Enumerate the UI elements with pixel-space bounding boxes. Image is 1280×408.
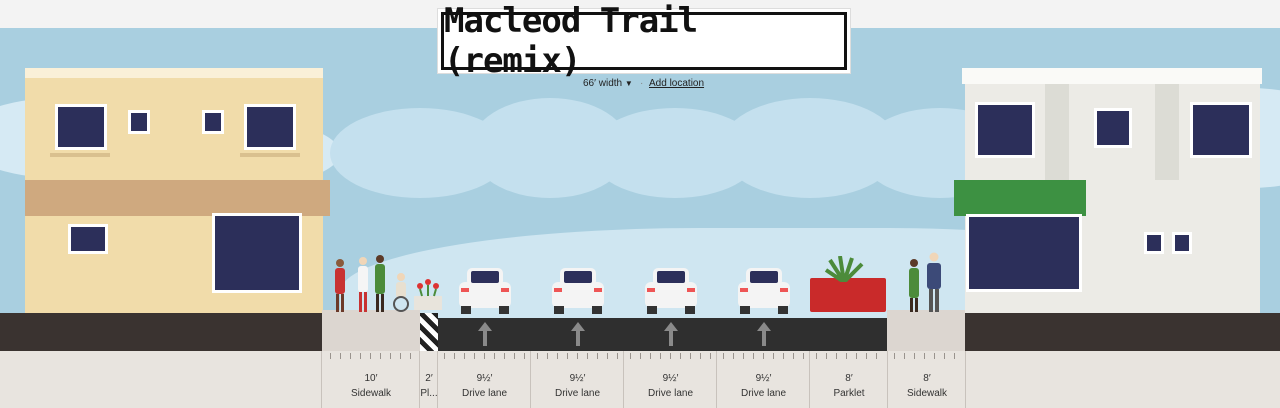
segment-width-label[interactable]: 9½′ [755,373,772,384]
window [1094,108,1132,148]
window [244,104,296,150]
sidewalk-left-surface[interactable] [322,310,420,351]
roadway[interactable] [438,318,887,351]
car-icon[interactable] [550,266,606,314]
segment-name-label[interactable]: Drive lane [740,388,787,399]
street-width-control[interactable]: 66′ width ▼ [583,78,633,89]
meta-separator: · [640,78,644,89]
segment-ticks [537,353,619,359]
segment-info-bar [0,351,1280,408]
segment-name-label[interactable]: Parklet [833,388,865,399]
segment-name-label[interactable]: Sidewalk [906,388,948,399]
window [202,110,224,134]
plant-icon [824,256,864,282]
segment-parklet[interactable] [810,351,888,408]
pedestrian-icon [358,257,368,312]
street-title[interactable]: Macleod Trail (remix) [444,1,698,81]
segment-ticks [444,353,526,359]
window [1144,232,1164,254]
pedestrian-icon [909,259,919,312]
pedestrian-icon [335,259,345,312]
segment-name-label[interactable]: Drive lane [647,388,694,399]
window [1190,102,1252,158]
building-pillar [1045,84,1069,180]
pedestrian-icon [375,255,385,312]
segment-name-label[interactable]: Pl... [420,388,438,399]
pedestrian-icon [927,252,941,312]
left-lot-ground [0,313,322,351]
car-icon[interactable] [457,266,513,314]
street-width-label[interactable]: 66′ width [583,78,623,89]
segment-drive-lane[interactable] [717,351,810,408]
segment-sidewalk-left[interactable] [322,351,420,408]
planter-buffer-stripes[interactable] [420,313,438,351]
segment-width-label[interactable]: 9½′ [476,373,493,384]
arrow-up-icon [571,322,585,346]
segment-drive-lane[interactable] [438,351,531,408]
window-planter [50,153,110,157]
segment-ticks [894,353,960,359]
building-pillar [1155,84,1179,180]
segment-width-label[interactable]: 9½′ [662,373,679,384]
window [975,102,1035,158]
segment-ticks [330,353,412,359]
segment-ticks [723,353,805,359]
segment-width-label[interactable]: 9½′ [569,373,586,384]
segment-planter[interactable] [420,351,438,408]
storefront-window [966,214,1082,292]
storefront-window [212,213,302,293]
segment-drive-lane[interactable] [531,351,624,408]
segment-name-label[interactable]: Drive lane [554,388,601,399]
segment-width-label[interactable]: 10′ [364,373,378,384]
car-icon[interactable] [736,266,792,314]
sidewalk-right-surface[interactable] [887,310,965,351]
street-title-box[interactable]: Macleod Trail (remix) [437,1,851,81]
segment-ticks [630,353,712,359]
segment-name-label[interactable]: Drive lane [461,388,508,399]
left-building-awning [25,180,330,216]
arrow-up-icon [478,322,492,346]
segment-drive-lane[interactable] [624,351,717,408]
segment-width-label[interactable]: 8′ [923,373,931,384]
window [55,104,107,150]
right-lot-ground [965,313,1280,351]
car-icon[interactable] [643,266,699,314]
segment-spacer-left [0,351,322,408]
flower-planter-icon [414,279,442,310]
arrow-up-icon [664,322,678,346]
window [128,110,150,134]
segment-ticks [816,353,882,359]
segment-sidewalk-right[interactable] [888,351,966,408]
wheelchair-user-icon [393,273,409,312]
add-location-link[interactable]: Add location [649,78,705,89]
arrow-up-icon [757,322,771,346]
segment-name-label[interactable]: Sidewalk [350,388,392,399]
parklet-planter[interactable] [810,278,886,312]
right-building-cornice [962,68,1262,84]
window [68,224,108,254]
segment-width-label[interactable]: 8′ [845,373,853,384]
left-building-cornice [25,68,323,78]
segment-width-label[interactable]: 2′ [425,373,433,384]
window-planter [240,153,300,157]
chevron-down-icon[interactable]: ▼ [624,79,633,88]
window [1172,232,1192,254]
right-building-awning [954,180,1086,216]
